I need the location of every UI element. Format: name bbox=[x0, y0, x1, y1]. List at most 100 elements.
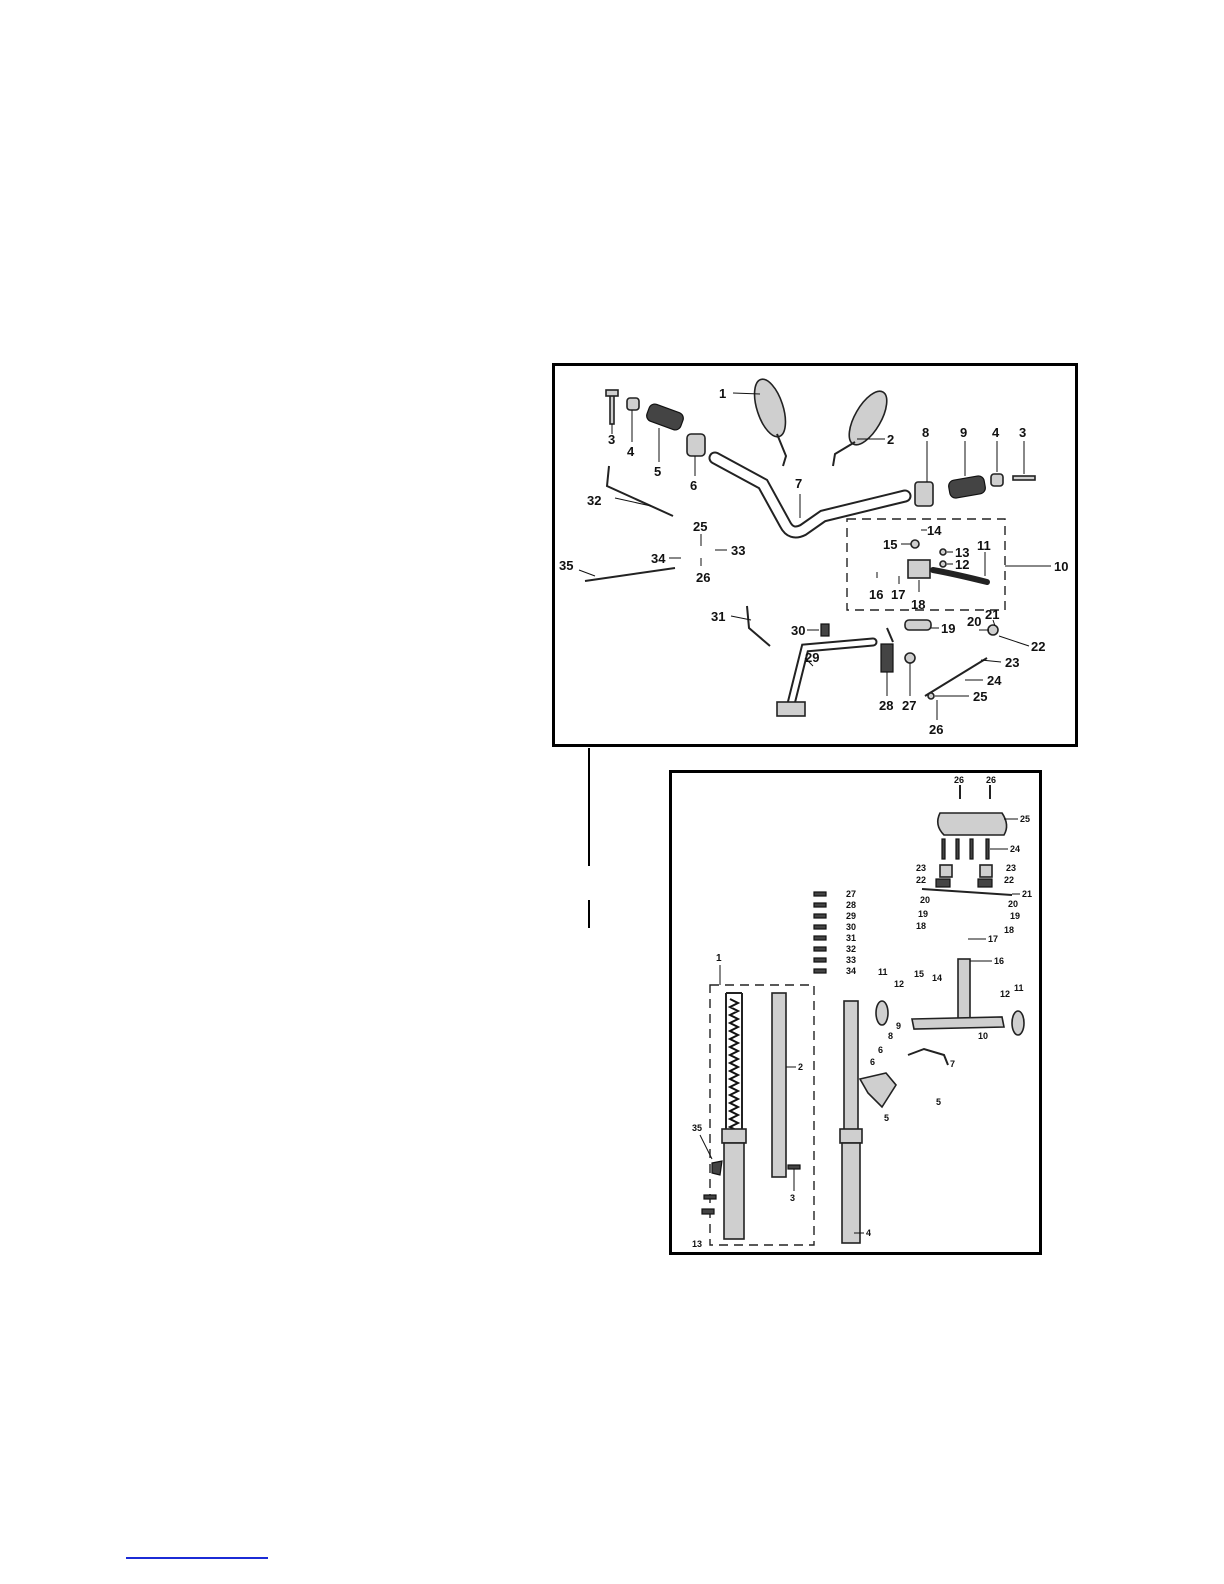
label-14: 14 bbox=[927, 523, 942, 538]
label-27: 27 bbox=[902, 698, 916, 713]
right-mirror bbox=[833, 386, 894, 466]
label-9: 9 bbox=[960, 425, 967, 440]
label-33: 33 bbox=[731, 543, 745, 558]
switch-housing-right bbox=[915, 482, 933, 506]
clamp-23-left bbox=[940, 865, 952, 877]
label-19b: 19 bbox=[1010, 911, 1020, 921]
label-21: 21 bbox=[1022, 889, 1032, 899]
label-30: 30 bbox=[791, 623, 805, 638]
label-4: 4 bbox=[866, 1228, 871, 1238]
label-4-right: 4 bbox=[992, 425, 1000, 440]
bar-end-left bbox=[627, 398, 639, 410]
left-fork-leg bbox=[722, 993, 746, 1239]
label-17: 17 bbox=[891, 587, 905, 602]
clip-25 bbox=[928, 693, 934, 699]
label-11a: 11 bbox=[878, 967, 888, 977]
label-35: 35 bbox=[692, 1123, 702, 1133]
label-6: 6 bbox=[690, 478, 697, 493]
bracket-7 bbox=[908, 1049, 948, 1065]
label-18b: 18 bbox=[1004, 925, 1014, 935]
label-15: 15 bbox=[914, 969, 924, 979]
label-23b: 23 bbox=[1006, 863, 1016, 873]
label-1: 1 bbox=[719, 386, 726, 401]
pivot-28 bbox=[881, 628, 893, 672]
left-grip bbox=[645, 402, 685, 431]
label-14: 14 bbox=[932, 973, 942, 983]
label-20: 20 bbox=[967, 614, 981, 629]
label-17: 17 bbox=[988, 934, 998, 944]
clamp-22-right bbox=[978, 879, 992, 887]
label-23a: 23 bbox=[916, 863, 926, 873]
cable-32 bbox=[607, 466, 673, 516]
label-18a: 18 bbox=[916, 921, 926, 931]
label-6a: 6 bbox=[878, 1045, 883, 1055]
label-19: 19 bbox=[941, 621, 955, 636]
clamp-22-left bbox=[936, 879, 950, 887]
connector-line bbox=[588, 748, 590, 866]
nut-21 bbox=[988, 625, 998, 635]
label-25: 25 bbox=[1020, 814, 1030, 824]
clamp-23-right bbox=[980, 865, 992, 877]
label-5b: 5 bbox=[884, 1113, 889, 1123]
bolt-right bbox=[1013, 476, 1035, 480]
lever-assembly bbox=[908, 540, 987, 582]
fork-diagram: 26 26 25 24 23 23 22 22 21 20 20 19 19 1… bbox=[672, 773, 1039, 1252]
left-mirror bbox=[748, 375, 791, 466]
label-32: 32 bbox=[587, 493, 601, 508]
label-3: 3 bbox=[608, 432, 615, 447]
label-2: 2 bbox=[798, 1062, 803, 1072]
label-33: 33 bbox=[846, 955, 856, 965]
label-4: 4 bbox=[627, 444, 635, 459]
label-12b: 12 bbox=[1000, 989, 1010, 999]
label-3: 3 bbox=[790, 1193, 795, 1203]
label-13: 13 bbox=[692, 1239, 702, 1249]
fork-diagram-panel: 26 26 25 24 23 23 22 22 21 20 20 19 19 1… bbox=[669, 770, 1042, 1255]
label-10: 10 bbox=[1054, 559, 1068, 574]
label-2: 2 bbox=[887, 432, 894, 447]
bolt-fork bbox=[704, 1195, 716, 1199]
right-grip bbox=[948, 475, 987, 499]
lower-bracket bbox=[912, 1017, 1004, 1029]
label-22: 22 bbox=[1031, 639, 1045, 654]
throttle-housing bbox=[687, 434, 705, 456]
label-11b: 11 bbox=[1014, 983, 1024, 993]
label-12: 12 bbox=[955, 557, 969, 572]
label-32: 32 bbox=[846, 944, 856, 954]
inner-tube-2 bbox=[772, 993, 786, 1177]
handlebar-diagram-panel: 1 2 3 4 5 6 7 8 9 4 3 32 25 14 15 13 12 … bbox=[552, 363, 1078, 747]
hardware-list bbox=[814, 892, 826, 973]
label-29: 29 bbox=[846, 911, 856, 921]
label-21: 21 bbox=[985, 607, 999, 622]
handlebar-diagram: 1 2 3 4 5 6 7 8 9 4 3 32 25 14 15 13 12 … bbox=[555, 366, 1075, 744]
label-7: 7 bbox=[950, 1059, 955, 1069]
label-8: 8 bbox=[888, 1031, 893, 1041]
label-7: 7 bbox=[795, 476, 802, 491]
right-fork-leg bbox=[840, 1001, 862, 1243]
label-16: 16 bbox=[869, 587, 883, 602]
cable-31 bbox=[747, 606, 770, 646]
label-6b: 6 bbox=[870, 1057, 875, 1067]
brake-pedal bbox=[777, 642, 873, 716]
label-28: 28 bbox=[879, 698, 893, 713]
label-22b: 22 bbox=[1004, 875, 1014, 885]
lever-19 bbox=[905, 620, 931, 630]
bolt-13 bbox=[702, 1209, 714, 1214]
label-24: 24 bbox=[1010, 844, 1020, 854]
label-20a: 20 bbox=[920, 895, 930, 905]
bar-end-right bbox=[991, 474, 1003, 486]
label-23: 23 bbox=[1005, 655, 1019, 670]
label-12a: 12 bbox=[894, 979, 904, 989]
label-11: 11 bbox=[977, 538, 991, 553]
label-20b: 20 bbox=[1008, 899, 1018, 909]
headlight-mount-left bbox=[876, 1001, 888, 1025]
label-25: 25 bbox=[693, 519, 707, 534]
label-29: 29 bbox=[805, 650, 819, 665]
rod-21 bbox=[922, 889, 1012, 895]
bolt-3 bbox=[788, 1165, 800, 1169]
label-34: 34 bbox=[651, 551, 666, 566]
label-16: 16 bbox=[994, 956, 1004, 966]
label-31: 31 bbox=[711, 609, 725, 624]
label-24: 24 bbox=[987, 673, 1002, 688]
top-bridge bbox=[938, 813, 1007, 835]
label-34: 34 bbox=[846, 966, 856, 976]
